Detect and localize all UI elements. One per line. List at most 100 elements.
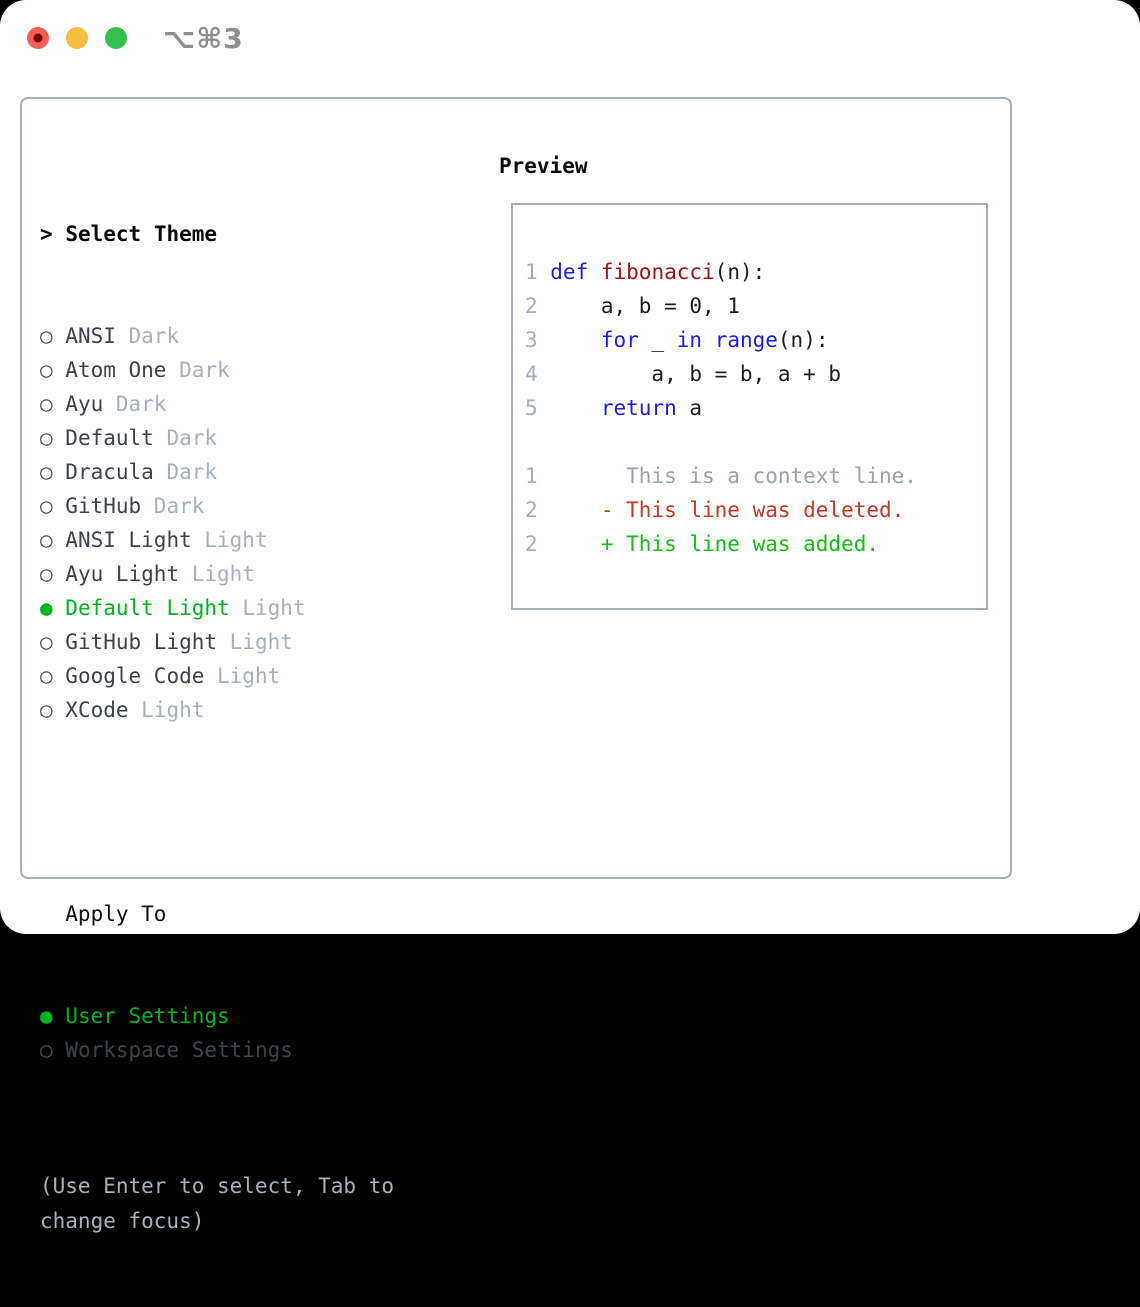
token-plain: [550, 396, 601, 420]
preview-header: Preview: [499, 154, 588, 178]
theme-name: Atom One: [65, 358, 167, 382]
radio-icon: ○: [40, 1038, 66, 1062]
radio-icon: ○: [40, 392, 66, 416]
theme-variant: Dark: [103, 392, 167, 416]
code-line: 3 for _ in range(n):: [525, 323, 986, 357]
theme-variant: Dark: [141, 494, 205, 518]
line-number: 2: [525, 294, 538, 318]
select-theme-header-label: Select Theme: [65, 222, 218, 246]
theme-name: XCode: [65, 698, 129, 722]
apply-option-label: Workspace Settings: [65, 1038, 293, 1062]
diff-line: 2 - This line was deleted.: [525, 493, 986, 527]
token-plain: [702, 328, 715, 352]
app-window: ⌥⌘3 > Select Theme ○ ANSI Dark○ Atom One…: [0, 0, 1140, 934]
theme-item-atom-one-dark[interactable]: ○ Atom One Dark: [40, 353, 480, 387]
theme-item-default-dark[interactable]: ○ Default Dark: [40, 421, 480, 455]
line-number: 1: [525, 464, 538, 488]
theme-item-github-light-light[interactable]: ○ GitHub Light Light: [40, 625, 480, 659]
theme-item-github-dark[interactable]: ○ GitHub Dark: [40, 489, 480, 523]
token-plain: a, b = b, a + b: [550, 362, 842, 386]
token-kw: range: [714, 328, 778, 352]
theme-name: Default: [65, 426, 154, 450]
theme-variant: Light: [191, 528, 268, 552]
theme-name: Ayu: [65, 392, 104, 416]
theme-item-ansi-light-light[interactable]: ○ ANSI Light Light: [40, 523, 480, 557]
line-number: 2: [525, 498, 538, 522]
line-number: 4: [525, 362, 538, 386]
radio-icon: ●: [40, 596, 66, 620]
hint-text: (Use Enter to select, Tab to change focu…: [40, 1174, 395, 1233]
radio-icon: ○: [40, 324, 66, 348]
code-line: 1 def fibonacci(n):: [525, 255, 986, 289]
radio-icon: ○: [40, 494, 66, 518]
token-plain: a: [676, 396, 703, 420]
diff-line: 2 + This line was added.: [525, 527, 986, 561]
token-plain: a, b = 0, 1: [550, 294, 740, 318]
window-title: ⌥⌘3: [163, 21, 244, 55]
zoom-button[interactable]: [105, 27, 127, 49]
apply-to-header: Apply To: [65, 902, 167, 926]
line-number: 5: [525, 396, 538, 420]
traffic-lights: [27, 27, 127, 49]
code-line: 2 a, b = 0, 1: [525, 289, 986, 323]
focus-caret: >: [40, 222, 53, 246]
radio-icon: ○: [40, 426, 66, 450]
radio-icon: ○: [40, 460, 66, 484]
theme-item-google-code-light[interactable]: ○ Google Code Light: [40, 659, 480, 693]
code-line: 5 return a: [525, 391, 986, 425]
line-number: 3: [525, 328, 538, 352]
theme-item-ayu-light-light[interactable]: ○ Ayu Light Light: [40, 557, 480, 591]
code-line: 4 a, b = b, a + b: [525, 357, 986, 391]
theme-item-xcode-light[interactable]: ○ XCode Light: [40, 693, 480, 727]
token-plain: [588, 260, 601, 284]
radio-icon: ○: [40, 664, 66, 688]
theme-variant: Dark: [166, 358, 230, 382]
diff-line: 1 This is a context line.: [525, 459, 986, 493]
apply-option-user-settings[interactable]: ● User Settings: [40, 999, 480, 1033]
apply-option-workspace-settings[interactable]: ○ Workspace Settings: [40, 1033, 480, 1067]
radio-icon: ○: [40, 698, 66, 722]
theme-name: Google Code: [65, 664, 205, 688]
theme-item-ansi-dark[interactable]: ○ ANSI Dark: [40, 319, 480, 353]
token-kw: def: [550, 260, 589, 284]
theme-variant: Light: [179, 562, 255, 586]
theme-variant: Light: [229, 596, 306, 620]
line-number: 2: [525, 532, 538, 556]
theme-name: Default Light: [65, 596, 230, 620]
apply-option-label: User Settings: [65, 1004, 230, 1028]
radio-icon: ○: [40, 528, 66, 552]
spacer: [40, 795, 480, 829]
radio-icon: ○: [40, 358, 66, 382]
radio-icon: ○: [40, 630, 66, 654]
code-line: [525, 425, 986, 459]
theme-list: > Select Theme ○ ANSI Dark○ Atom One Dar…: [40, 149, 480, 1307]
theme-variant: Dark: [153, 426, 218, 450]
token-plain: [550, 328, 601, 352]
radio-icon: ○: [40, 562, 66, 586]
theme-variant: Light: [217, 630, 293, 654]
line-number: 1: [525, 260, 538, 284]
token-fn: fibonacci: [600, 260, 715, 284]
theme-variant: Dark: [153, 460, 218, 484]
theme-item-ayu-dark[interactable]: ○ Ayu Dark: [40, 387, 480, 421]
theme-item-dracula-dark[interactable]: ○ Dracula Dark: [40, 455, 480, 489]
theme-picker-panel: > Select Theme ○ ANSI Dark○ Atom One Dar…: [20, 97, 1012, 1233]
token-kw: for: [600, 328, 639, 352]
theme-name: Dracula: [65, 460, 154, 484]
theme-variant: Light: [128, 698, 205, 722]
titlebar: ⌥⌘3: [0, 0, 1140, 76]
select-theme-header: > Select Theme: [40, 217, 480, 251]
theme-variant: Light: [204, 664, 281, 688]
theme-name: ANSI Light: [65, 528, 192, 552]
theme-name: GitHub: [65, 494, 142, 518]
close-button[interactable]: [27, 27, 49, 49]
token-plain: (n):: [777, 328, 829, 352]
token-plain: (n):: [714, 260, 766, 284]
token-ctx: This is a context line.: [550, 464, 917, 488]
token-del: - This line was deleted.: [550, 498, 905, 522]
token-kw: in: [676, 328, 703, 352]
theme-item-default-light-light[interactable]: ● Default Light Light: [40, 591, 480, 625]
minimize-button[interactable]: [66, 27, 88, 49]
theme-name: GitHub Light: [65, 630, 218, 654]
